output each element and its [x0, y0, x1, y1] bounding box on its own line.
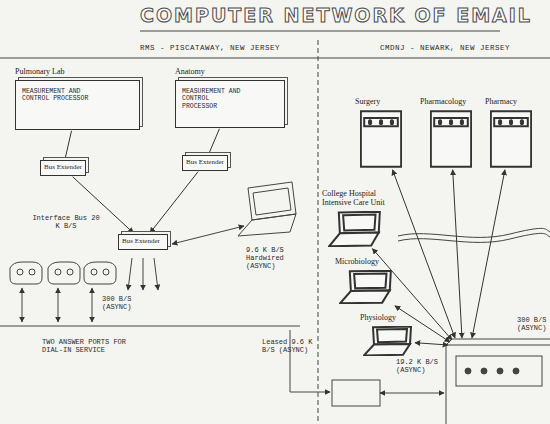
node-heading: Pharmacy [485, 98, 537, 107]
cabinet-drawing [490, 110, 532, 168]
hardwire-line [172, 226, 244, 244]
annotation-label: 300 B/S (ASYNC) [517, 316, 549, 332]
box-frame: Bus Extender [118, 234, 168, 250]
box-frame: MEASUREMENT AND CONTROL PROCESSOR [175, 80, 285, 128]
cable-line [398, 228, 550, 237]
bus-extender-box: Bus Extender [118, 234, 168, 250]
terminal-laptop [238, 182, 296, 236]
port-line [143, 258, 144, 290]
title-underline [140, 31, 500, 32]
central-computer [446, 339, 550, 424]
leased-line [290, 392, 330, 393]
cabinet-drawing [360, 110, 402, 168]
node-heading: Surgery [355, 98, 407, 107]
box-label: Bus Extender [186, 159, 224, 167]
laptop-node: College Hospital Intensive Care Unit [322, 190, 388, 247]
processor-node: Pulmonary LabMEASUREMENT AND CONTROL PRO… [15, 68, 140, 130]
node-heading: Pharmacology [420, 98, 482, 107]
box-frame [430, 110, 472, 168]
bus-connector [65, 131, 71, 159]
annotation-label: Leased 9.6 K B/S (ASYNC) [262, 338, 314, 354]
port-line [154, 258, 158, 290]
box-frame [360, 110, 402, 168]
node-heading: Pulmonary Lab [15, 68, 140, 77]
cable-line [398, 233, 550, 242]
node-heading: Physiology [360, 314, 416, 323]
base-line [0, 326, 300, 327]
cabinet-node: Pharmacology [420, 98, 482, 168]
annotation-label: 19.2 K B/S (ASYNC) [396, 358, 442, 374]
node-heading: Microbiology [335, 258, 397, 267]
box-frame [363, 326, 413, 356]
bus-extender-box: Bus Extender [182, 155, 228, 171]
link-line [380, 393, 444, 394]
laptop-drawing [363, 326, 413, 356]
bus-extender-box: Bus Extender [40, 160, 86, 176]
terminal-line [393, 170, 455, 338]
box-frame [490, 110, 532, 168]
dial-line [22, 288, 23, 322]
processor-label: MEASUREMENT AND CONTROL PROCESSOR [22, 88, 91, 103]
annotation-label: 9.6 K B/S Hardwired (ASYNC) [246, 246, 314, 270]
node-heading: Anatomy [175, 68, 285, 77]
cabinet-node: Surgery [355, 98, 407, 168]
laptop-node: Physiology [360, 314, 416, 356]
terminal-line [453, 170, 462, 338]
cabinet-node: Pharmacy [485, 98, 537, 168]
processor-label: MEASUREMENT AND CONTROL PROCESSOR [182, 88, 242, 110]
port-line [128, 258, 132, 290]
bus-connector [209, 129, 220, 154]
bus-connector [150, 172, 198, 233]
annotation-label: Interface Bus 20 K B/S [30, 214, 102, 230]
terminal-line [415, 343, 448, 345]
diagram-title: COMPUTER NETWORK OF EMAIL [0, 4, 550, 26]
modem-box [332, 380, 380, 406]
bus-connector [73, 177, 134, 233]
box-label: Bus Extender [44, 164, 82, 172]
box-frame: MEASUREMENT AND CONTROL PROCESSOR [15, 80, 140, 130]
annotation-label: CMDNJ - NEWARK, NEW JERSEY [360, 44, 530, 53]
header-rule [0, 58, 550, 59]
processor-node: AnatomyMEASUREMENT AND CONTROL PROCESSOR [175, 68, 285, 128]
node-heading: College Hospital Intensive Care Unit [322, 190, 388, 208]
box-frame: Bus Extender [40, 160, 86, 176]
box-frame [339, 270, 393, 304]
laptop-drawing [339, 270, 393, 304]
annotation-label: RMS - PISCATAWAY, NEW JERSEY [110, 44, 310, 53]
cabinet-drawing [430, 110, 472, 168]
laptop-drawing [328, 211, 382, 247]
terminal-line [472, 170, 505, 338]
annotation-label: 300 B/S (ASYNC) [102, 295, 142, 311]
box-label: Bus Extender [122, 238, 164, 246]
annotation-label: TWO ANSWER PORTS FOR DIAL-IN SERVICE [42, 338, 138, 354]
dial-line [92, 288, 93, 322]
laptop-node: Microbiology [335, 258, 397, 304]
box-frame: Bus Extender [182, 155, 228, 171]
dial-line [58, 288, 59, 322]
modem-symbols [10, 262, 116, 284]
site-divider [318, 40, 319, 424]
box-frame [328, 211, 382, 247]
